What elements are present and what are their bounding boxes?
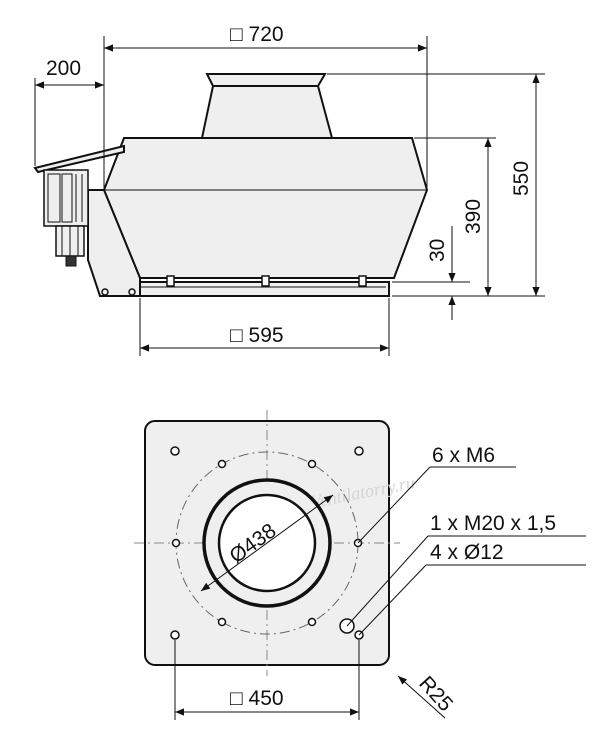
dim-left-offset: 200 xyxy=(46,57,81,80)
top-view: Ventilatorry.ru Ø438 xyxy=(134,410,586,720)
callout-m6: 6 x M6 xyxy=(432,444,495,467)
motor-housing xyxy=(200,85,334,139)
terminal-box-roof xyxy=(33,144,125,174)
dim-top-width: □ 720 xyxy=(230,23,284,46)
fan-top-cap xyxy=(205,73,327,87)
fan-body xyxy=(102,137,429,279)
corner-holes xyxy=(170,446,364,640)
dim-corner-radius: R25 xyxy=(414,672,457,716)
dim-total-height: 550 xyxy=(510,161,533,196)
dim-body-height: 390 xyxy=(462,199,485,234)
callout-m20: 1 x M20 x 1,5 xyxy=(430,512,556,535)
dim-base-height: 30 xyxy=(426,239,449,262)
terminal-box xyxy=(43,169,89,227)
side-bracket xyxy=(87,189,141,297)
dim-hole-spacing: □ 450 xyxy=(230,687,284,710)
m6-holes xyxy=(171,459,363,627)
callout-d12: 4 x Ø12 xyxy=(430,541,504,564)
side-view: □ 720 200 550 390 30 □ 595 xyxy=(33,23,545,356)
dim-base-width: □ 595 xyxy=(230,324,284,347)
